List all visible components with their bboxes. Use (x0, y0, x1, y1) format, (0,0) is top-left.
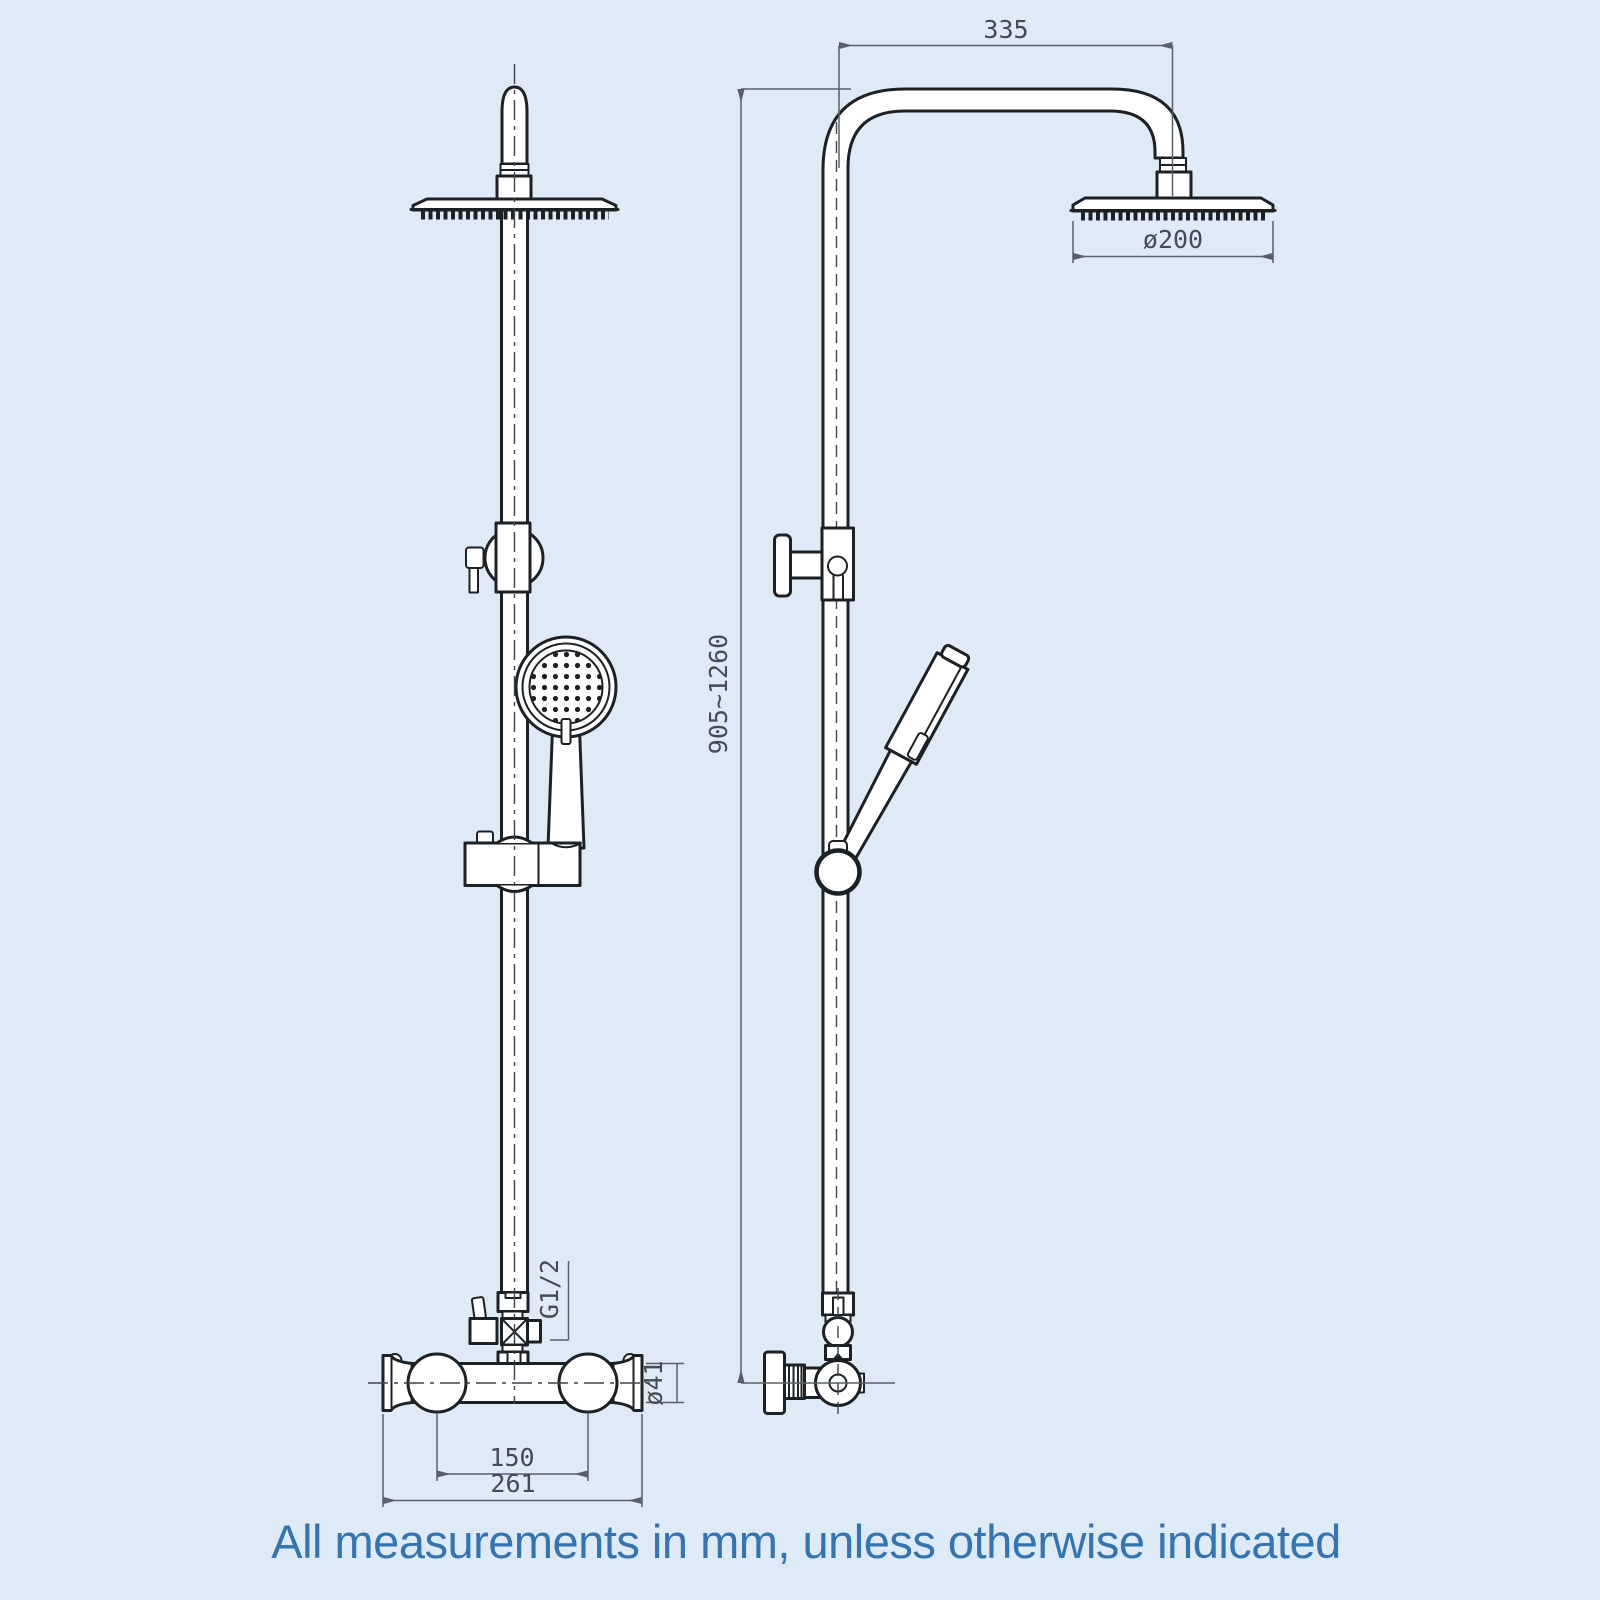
side-overhead-shower (1069, 157, 1277, 221)
dim-200-label: ø200 (1143, 225, 1203, 254)
front-handset-sprayface (528, 649, 604, 725)
side-mixer-valve (763, 1288, 865, 1418)
side-handset (829, 644, 971, 878)
dim-height-label: 905~1260 (704, 634, 733, 754)
dim-inlet-centres: 150 (436, 1413, 589, 1481)
dim-41-label: ø41 (639, 1360, 668, 1405)
front-top-cap (500, 85, 529, 166)
front-diverter (468, 1291, 542, 1365)
side-rail-holder (814, 840, 862, 896)
dim-335-label: 335 (983, 15, 1028, 44)
side-view (763, 87, 1277, 1418)
front-diverter-lever (470, 1296, 487, 1321)
dim-head-diameter: ø200 (1072, 221, 1274, 263)
front-bracket-handle (465, 546, 485, 569)
side-wall-bracket (773, 526, 855, 602)
measurements-note: All measurements in mm, unless otherwise… (271, 1515, 1341, 1568)
dim-arm-projection: 335 (838, 15, 1174, 196)
side-handset-head (884, 651, 970, 766)
front-mixer-valve (368, 1352, 657, 1414)
dim-valve-diameter: ø41 (639, 1360, 684, 1406)
front-wall-bracket (465, 521, 545, 594)
front-rail-holder (463, 830, 582, 893)
dim-outlet-thread: G1/2 (535, 1259, 570, 1341)
side-handset-clip (906, 732, 929, 761)
front-handset-switch (560, 718, 572, 745)
dim-261-label: 261 (490, 1469, 535, 1498)
side-riser-and-arm (821, 87, 1185, 1295)
dim-150-label: 150 (489, 1443, 534, 1472)
dim-adjustable-height: 905~1260 (704, 88, 895, 1384)
side-bracket-knob (773, 533, 792, 598)
front-view (368, 64, 657, 1414)
dim-valve-length: 261 (382, 1414, 643, 1507)
front-handset (514, 635, 618, 850)
dim-thread-label: G1/2 (535, 1259, 564, 1319)
dimensions: 335 ø200 905~1260 G1/2 ø41 (382, 15, 1274, 1507)
